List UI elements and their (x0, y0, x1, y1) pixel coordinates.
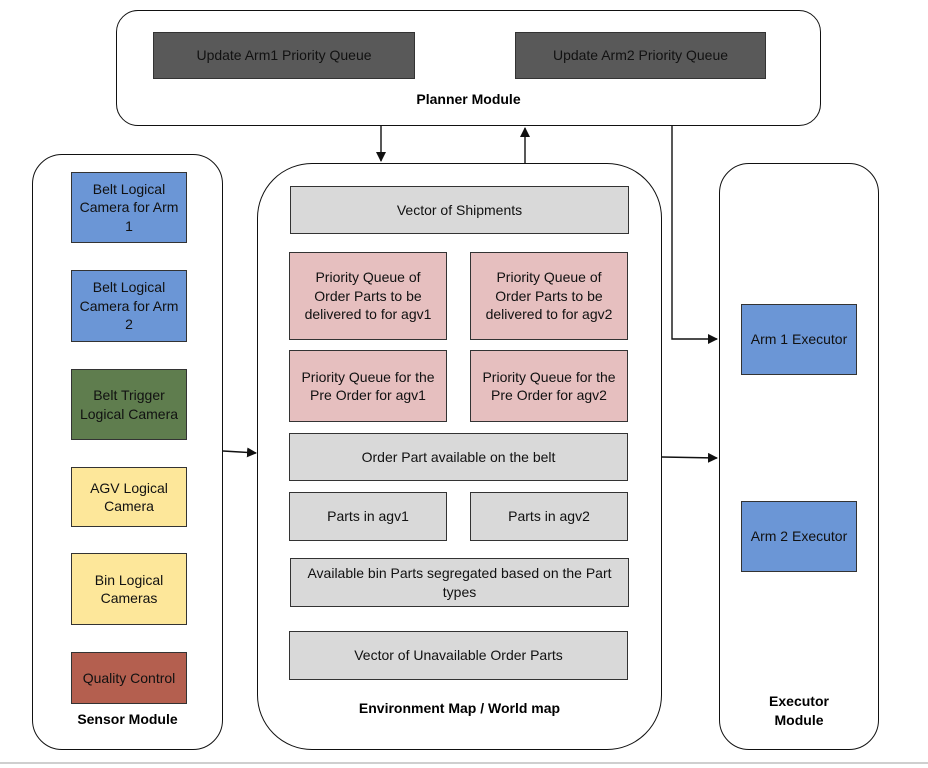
update-arm2-priority-queue: Update Arm2 Priority Queue (515, 32, 766, 79)
parts-in-agv1: Parts in agv1 (289, 492, 447, 541)
parts-in-agv2: Parts in agv2 (470, 492, 628, 541)
vector-of-unavailable-order-parts: Vector of Unavailable Order Parts (289, 631, 628, 680)
priority-queue-preorder-agv1: Priority Queue for the Pre Order for agv… (289, 350, 447, 422)
executor-module-label: Executor Module (769, 693, 829, 728)
bin-logical-cameras: Bin Logical Cameras (71, 553, 187, 625)
belt-logical-camera-arm1: Belt Logical Camera for Arm 1 (71, 172, 187, 243)
page-bottom-divider (0, 762, 928, 764)
priority-queue-order-parts-agv1: Priority Queue of Order Parts to be deli… (289, 252, 447, 340)
planner-module-label: Planner Module (416, 91, 521, 107)
arm2-executor: Arm 2 Executor (741, 501, 857, 572)
sensor-module-label: Sensor Module (77, 711, 178, 727)
update-arm1-priority-queue: Update Arm1 Priority Queue (153, 32, 415, 79)
arrow-environment-to-executor (661, 452, 718, 463)
arm1-executor: Arm 1 Executor (741, 304, 857, 375)
arrow-planner-to-arm1-executor (671, 126, 718, 344)
belt-trigger-logical-camera: Belt Trigger Logical Camera (71, 369, 187, 440)
available-bin-parts: Available bin Parts segregated based on … (290, 558, 629, 607)
vector-of-shipments: Vector of Shipments (290, 186, 629, 234)
arrow-sensor-to-environment (222, 447, 257, 458)
executor-module: Executor Module (719, 163, 879, 750)
order-part-available-on-belt: Order Part available on the belt (289, 433, 628, 481)
priority-queue-order-parts-agv2: Priority Queue of Order Parts to be deli… (470, 252, 628, 340)
quality-control: Quality Control (71, 652, 187, 704)
belt-logical-camera-arm2: Belt Logical Camera for Arm 2 (71, 270, 187, 342)
priority-queue-preorder-agv2: Priority Queue for the Pre Order for agv… (470, 350, 628, 422)
sensor-module: Sensor Module (32, 154, 223, 750)
agv-logical-camera: AGV Logical Camera (71, 467, 187, 527)
environment-module-label: Environment Map / World map (358, 700, 561, 716)
